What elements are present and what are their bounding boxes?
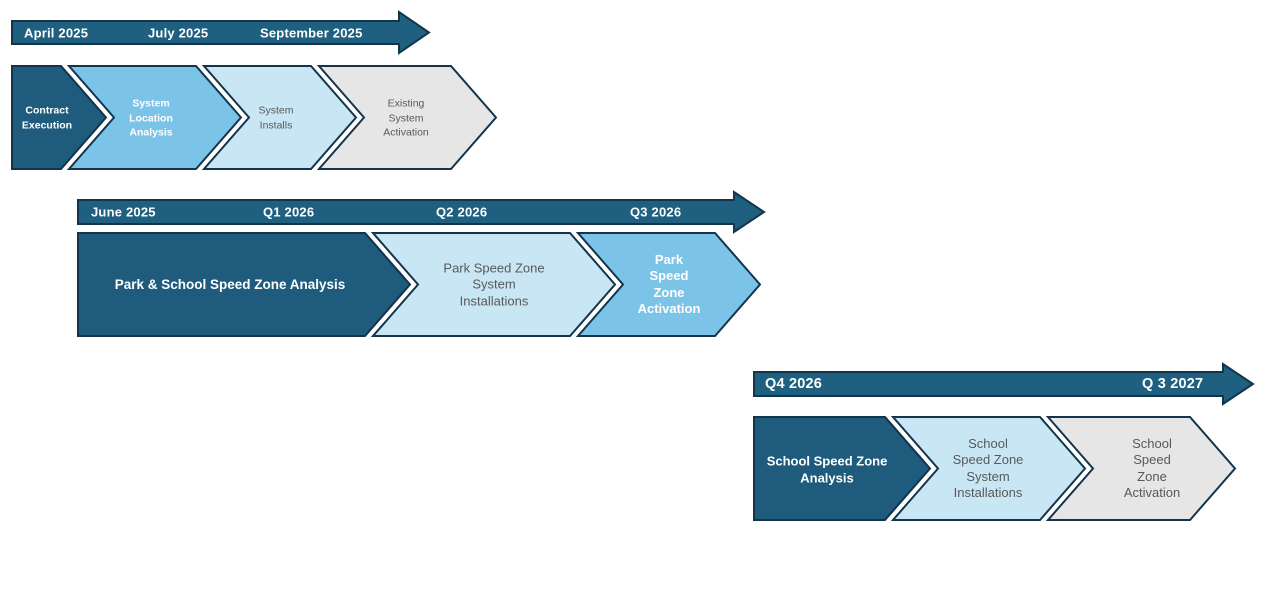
timeline-arrow-phase3 [753, 362, 1255, 406]
step-existing-system-activation-label: Existing System Activation [383, 97, 429, 139]
step-contract-execution-shape [11, 65, 108, 170]
timeline-arrow-phase2 [77, 190, 766, 234]
step-school-speed-zone-activation-shape [1045, 416, 1237, 521]
timeline-arrow-phase1 [11, 10, 431, 55]
step-school-speed-zone-analysis-shape [753, 416, 932, 521]
timeline2-label-q2-2026: Q2 2026 [436, 204, 488, 220]
timeline2-label-q1-2026: Q1 2026 [263, 204, 315, 220]
timeline1-label-september-2025: September 2025 [260, 25, 363, 40]
step-system-location-analysis-label: System Location Analysis [129, 97, 173, 139]
step-school-speed-zone-system-installations-label: School Speed Zone System Installations [952, 435, 1024, 501]
timeline3-label-q4-2026: Q4 2026 [765, 376, 823, 392]
step-school-speed-zone-activation-label: School Speed Zone Activation [1123, 435, 1181, 501]
timeline1-label-april-2025: April 2025 [24, 25, 89, 40]
step-system-installs-label: System Installs [258, 104, 294, 132]
step-park-school-speed-zone-analysis-shape [77, 232, 412, 337]
step-park-speed-zone-activation-label: Park Speed Zone Activation [637, 251, 701, 317]
timeline2-label-q3-2026: Q3 2026 [630, 204, 682, 220]
step-system-installs-shape [201, 65, 358, 170]
step-park-speed-zone-system-installations-shape [370, 232, 617, 337]
step-park-speed-zone-activation-shape [575, 232, 762, 337]
step-park-speed-zone-system-installations-label: Park Speed Zone System Installations [443, 259, 545, 308]
timeline3-label-q3-2027: Q 3 2027 [1142, 376, 1204, 392]
step-existing-system-activation-shape [316, 65, 498, 170]
step-contract-execution-label: Contract Execution [21, 104, 73, 132]
step-park-school-speed-zone-analysis-label: Park & School Speed Zone Analysis [114, 276, 346, 292]
timeline1-label-july-2025: July 2025 [148, 25, 209, 40]
timeline2-label-june-2025: June 2025 [91, 204, 156, 220]
step-system-location-analysis-shape [66, 65, 243, 170]
step-school-speed-zone-system-installations-shape [890, 416, 1087, 521]
step-school-speed-zone-analysis-label: School Speed Zone Analysis [766, 453, 888, 486]
